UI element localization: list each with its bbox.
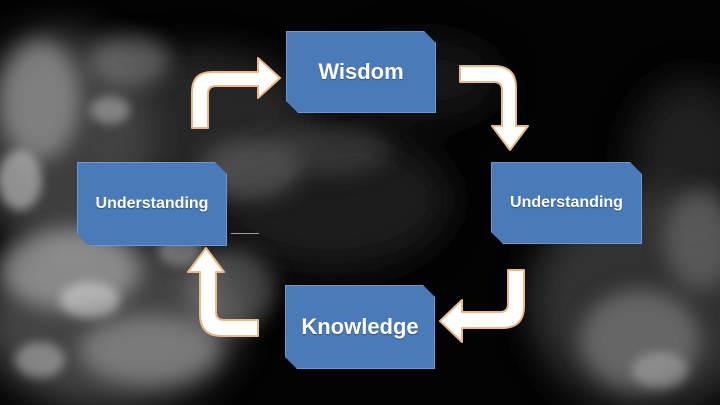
small-dash-line [231,233,259,234]
node-understanding-left-label: Understanding [95,195,209,212]
node-understanding-right: Understanding [491,162,642,244]
arrow-wisdom-to-right [459,65,529,151]
node-wisdom: Wisdom [286,31,436,113]
node-understanding-left: Understanding [77,162,227,246]
node-wisdom-label: Wisdom [318,59,404,84]
arrow-left-to-wisdom [191,57,281,129]
arrow-knowledge-to-left [187,247,259,337]
node-knowledge-label: Knowledge [301,314,419,339]
node-understanding-right-label: Understanding [510,194,623,211]
arrow-right-to-knowledge [439,269,525,343]
node-knowledge: Knowledge [285,285,435,369]
